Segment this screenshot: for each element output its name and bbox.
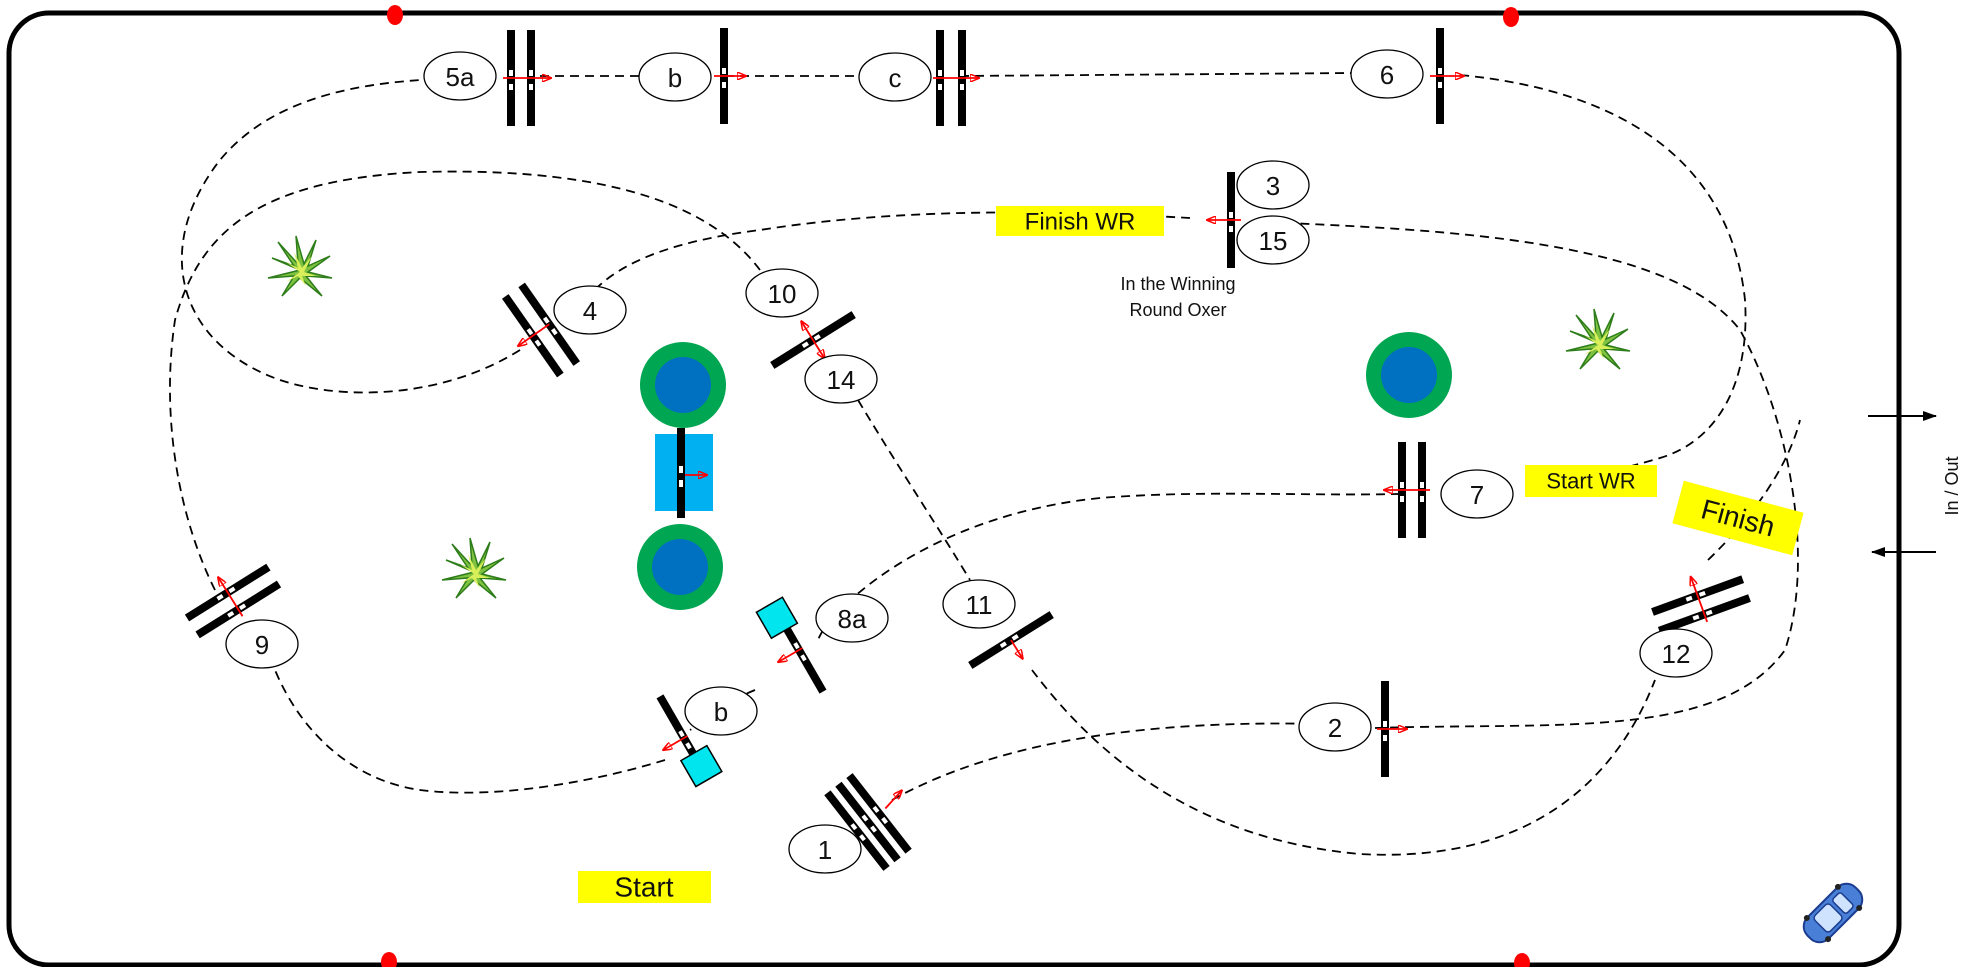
track-start-to-1 <box>891 722 1321 801</box>
start-wr-label: Start WR <box>1546 469 1635 494</box>
jump-label-10: 10 <box>768 279 797 309</box>
jump-label-9: 9 <box>255 630 269 660</box>
start-wr-banner <box>1525 465 1657 497</box>
oxer-note-line2: Round Oxer <box>1129 300 1226 320</box>
jump-label-15: 15 <box>1259 226 1288 256</box>
track-2-to-3 <box>1264 221 1799 729</box>
jump-label-7: 7 <box>1470 480 1484 510</box>
fence-1 <box>824 773 912 871</box>
fence-8b <box>656 694 723 788</box>
car-icon <box>1802 882 1864 944</box>
fence-4 <box>502 282 580 378</box>
jump-label-14: 14 <box>827 365 856 395</box>
jump-label-1: 1 <box>818 835 832 865</box>
start-banner <box>578 871 711 903</box>
fence-2 <box>1377 681 1407 777</box>
jump-label-8a: 8a <box>838 604 867 634</box>
fence-10-14 <box>770 311 856 369</box>
fence-3 <box>1207 172 1241 268</box>
track-5-to-6 <box>540 72 1356 77</box>
boundary-markers <box>381 5 1530 967</box>
jump-label-2: 2 <box>1328 713 1342 743</box>
fence-5b <box>714 28 746 124</box>
jump-label-6: 6 <box>1380 60 1394 90</box>
in-out-label: In / Out <box>1942 456 1962 515</box>
course-track <box>169 72 1801 856</box>
jump-label-12: 12 <box>1662 639 1691 669</box>
fence-12 <box>1651 560 1751 635</box>
track-4-to-5a <box>181 79 521 394</box>
jump-label-5a: 5a <box>446 62 475 92</box>
jump-label-3: 3 <box>1266 171 1280 201</box>
track-12-to-finish <box>1707 419 1801 561</box>
finish-wr-label: Finish WR <box>1025 209 1136 236</box>
jump-numbers <box>225 49 1713 874</box>
fence-6 <box>1430 28 1464 124</box>
pond-left-bottom <box>637 524 723 610</box>
oxer-note-line1: In the Winning <box>1120 274 1235 294</box>
fence-11 <box>968 611 1054 669</box>
boundary-marker <box>1514 953 1530 967</box>
pond-right <box>1366 332 1452 418</box>
jump-label-5c: c <box>889 63 902 93</box>
in-out-gate: In / Out <box>1868 411 1962 557</box>
fence-5a <box>503 30 551 126</box>
pond-left-top <box>640 342 726 428</box>
fence-5c <box>933 30 979 126</box>
boundary-marker <box>387 5 403 25</box>
water-jump-rail <box>677 428 707 518</box>
fence-9 <box>184 563 282 639</box>
boundary-marker <box>381 952 397 967</box>
fence-7 <box>1384 442 1430 538</box>
start-label: Start <box>614 872 673 903</box>
finish-wr-banner <box>996 206 1164 236</box>
jump-label-5b: b <box>668 63 682 93</box>
boundary-marker <box>1503 7 1519 27</box>
jump-label-8b: b <box>714 697 728 727</box>
jump-label-4: 4 <box>583 296 597 326</box>
jump-label-11: 11 <box>966 590 993 620</box>
track-11-to-12 <box>1031 669 1656 856</box>
fence-8a <box>755 596 827 694</box>
